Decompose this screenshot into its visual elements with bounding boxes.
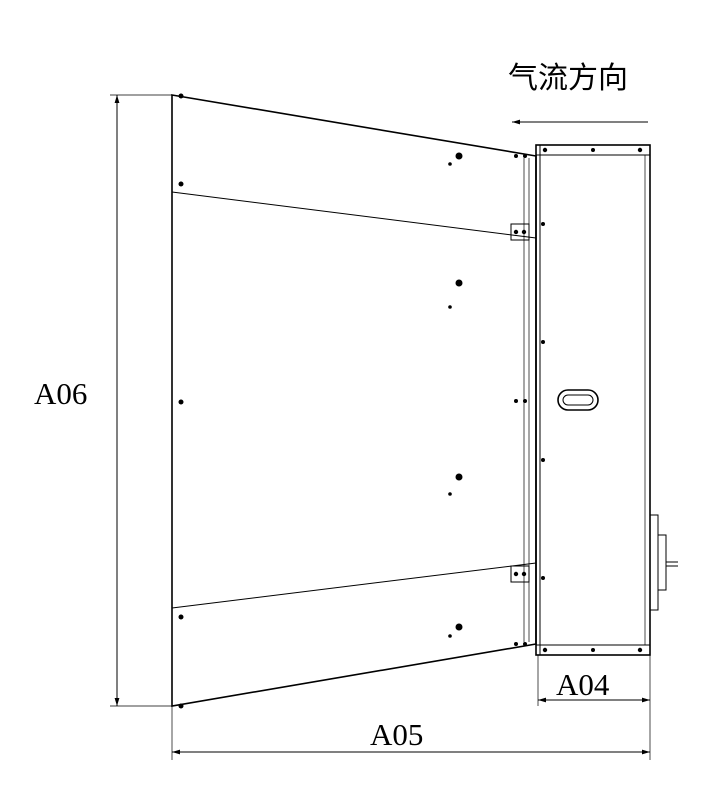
dimension-a05-label: A05 — [370, 717, 423, 752]
bracket-lower — [510, 565, 530, 583]
box-handle — [557, 389, 599, 411]
dimension-a05 — [171, 706, 651, 760]
hood-body — [171, 94, 537, 707]
motor — [649, 514, 678, 611]
flow-direction-label: 气流方向 — [508, 61, 628, 96]
dimension-a06 — [110, 94, 172, 707]
hood-rivets — [178, 93, 527, 709]
dimension-a04 — [537, 655, 651, 706]
bracket-upper — [510, 223, 530, 241]
fan-box — [535, 144, 651, 656]
dimension-a06-label: A06 — [34, 376, 87, 411]
dimension-a04-label: A04 — [556, 667, 610, 702]
